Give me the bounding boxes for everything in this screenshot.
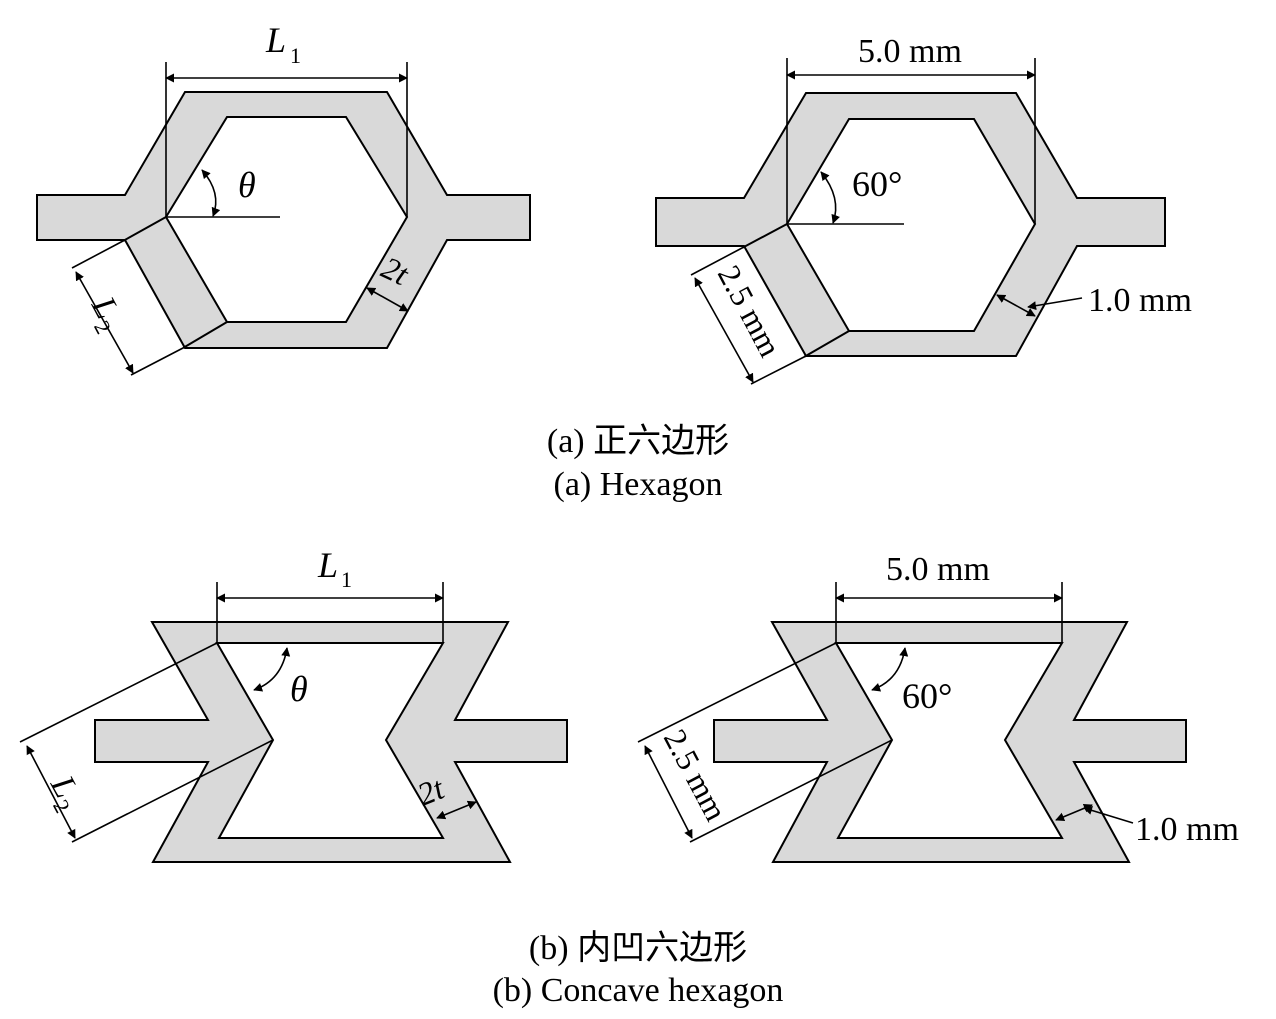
length-dimension-arrow [694,277,754,383]
angle-arc-arrow [820,171,840,224]
extension-line [19,642,218,743]
hexagon-strut-line [122,216,167,242]
hexagon-strut-line [182,321,228,349]
extension-line [689,739,893,843]
length-dimension-arrow [644,745,693,839]
width-label: L [317,545,338,585]
thickness-label: 1.0 mm [1135,811,1239,848]
width-label-subscript: 1 [290,43,301,68]
thickness-leader-line [1083,806,1134,824]
caption-b-chinese: (b) 内凹六边形 [528,930,748,967]
extension-line [750,356,805,385]
concave-right [713,621,1187,863]
hexagon-strut-line [741,223,788,249]
thickness-dimension-arrow [366,287,409,312]
angle-label: θ [238,165,256,205]
length-dimension-arrow [26,745,76,839]
concave-left-dims [19,582,477,843]
extension-line [71,240,124,269]
hexagon-strut-line [803,330,850,358]
extension-line [130,347,184,376]
thickness-dimension-arrow [996,294,1036,317]
angle-label: θ [290,669,308,709]
angle-label: 60° [852,164,902,204]
extension-line [637,642,837,743]
width-label: 5.0 mm [858,33,962,70]
concave-right-dims [637,582,1134,843]
width-label: 5.0 mm [886,551,990,588]
length-dimension-arrow [75,271,134,374]
concave-cell-wall [94,621,568,863]
concave-cell-wall [713,621,1187,863]
width-label: L [265,20,286,60]
thickness-dimension-arrow [436,800,477,820]
hexagon-left-dims [71,62,409,376]
hexagon-right-dims [690,58,1083,385]
width-label-subscript: 1 [341,567,352,592]
caption-a-chinese: (a) 正六边形 [546,423,730,460]
angle-arc-arrow [253,647,291,692]
concave-left [94,621,568,863]
caption-a-english: (a) Hexagon [553,466,723,503]
extension-line [690,247,743,276]
angle-arc-arrow [871,647,909,692]
angle-label: 60° [902,676,952,716]
thickness-leader-line [1027,297,1083,311]
thickness-label: 1.0 mm [1088,282,1192,319]
extension-line [71,739,274,843]
caption-b-english: (b) Concave hexagon [492,972,784,1009]
angle-arc-arrow [201,169,221,217]
